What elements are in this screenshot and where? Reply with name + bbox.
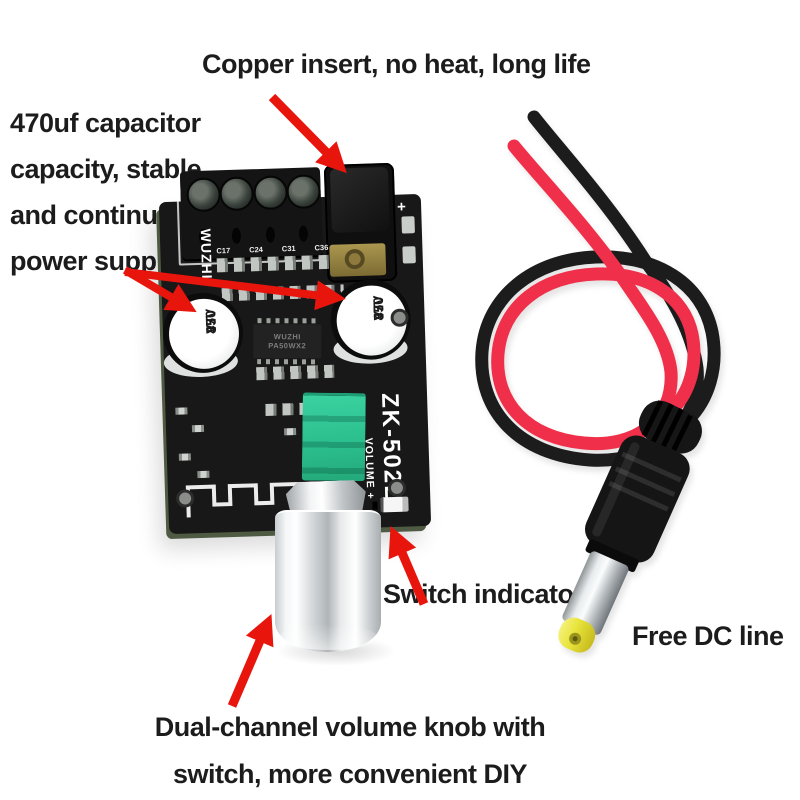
annotation-line: 470uf capacitor — [10, 108, 201, 138]
dc-plug — [558, 435, 690, 653]
arrow-copper-insert — [268, 93, 347, 174]
dc-wire-black — [475, 110, 721, 467]
annotation-volume-knob: Dual-channel volume knob with switch, mo… — [140, 704, 560, 800]
amplifier-board: + WUZHI C17 C24 C31 C36 470 35V VT — [158, 162, 432, 535]
dc-plug-boot — [638, 400, 702, 454]
annotation-line: switch, more convenient DIY audio — [172, 759, 528, 789]
arrow-switch-indicator — [388, 525, 429, 606]
dc-plug-neck — [585, 539, 639, 573]
arrow-capacitor-right — [124, 268, 346, 311]
arrow-volume-knob — [227, 613, 274, 708]
annotation-copper-insert: Copper insert, no heat, long life — [202, 49, 591, 79]
annotation-line: power supply — [10, 246, 179, 276]
bluetooth-antenna-trace — [185, 481, 299, 518]
dc-wire-red — [491, 139, 701, 451]
annotation-line: Dual-channel volume knob with — [154, 712, 546, 742]
dc-plug-barrel — [562, 551, 629, 635]
volume-knob — [275, 510, 381, 652]
annotation-free-dc-line: Free DC line — [632, 621, 784, 651]
annotation-line: capacity, stable — [10, 154, 202, 184]
dc-plug-body — [585, 435, 690, 563]
